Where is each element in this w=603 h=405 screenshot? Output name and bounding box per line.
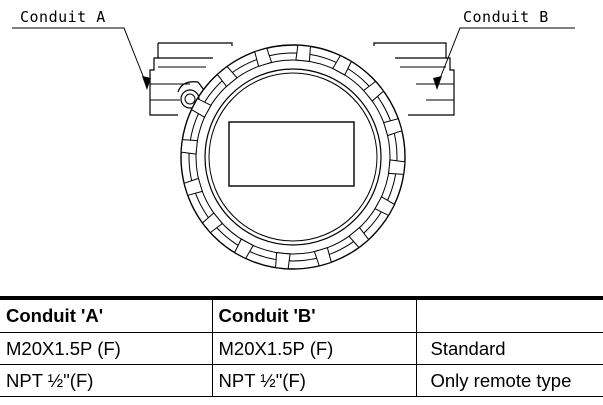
table-row: NPT ½"(F) NPT ½"(F) Only remote type xyxy=(0,364,603,397)
knurl-notch xyxy=(216,65,238,88)
knurl-notch xyxy=(183,177,203,196)
knurl-notch xyxy=(254,47,273,67)
knurl-notch xyxy=(190,97,212,118)
knurl-notch xyxy=(332,54,353,76)
conduit-a-leader xyxy=(12,27,151,90)
header-conduit-a: Conduit 'A' xyxy=(0,298,212,333)
knurl-notch xyxy=(295,44,311,62)
display-window xyxy=(228,121,355,187)
table-row: M20X1.5P (F) M20X1.5P (F) Standard xyxy=(0,332,603,365)
knurl-notch xyxy=(201,212,224,234)
knurl-notch xyxy=(275,252,291,270)
knurl-notch xyxy=(180,139,198,155)
cell-conduit-b: NPT ½"(F) xyxy=(211,364,416,397)
cell-notes: Standard xyxy=(415,332,603,365)
conduit-a-label: Conduit A xyxy=(20,8,106,26)
table-header-row: Conduit 'A' Conduit 'B' xyxy=(0,298,603,333)
housing-drawing: Conduit A Conduit B xyxy=(12,8,575,270)
conduit-spec-table: Conduit 'A' Conduit 'B' M20X1.5P (F) M20… xyxy=(0,296,603,397)
cover-rings xyxy=(180,44,406,270)
knurl-notch xyxy=(348,226,370,249)
knurl-notch xyxy=(388,159,406,175)
knurl-notch xyxy=(374,196,396,217)
cell-conduit-b: M20X1.5P (F) xyxy=(211,332,416,365)
header-notes xyxy=(415,298,603,333)
header-conduit-b: Conduit 'B' xyxy=(211,298,416,333)
conduit-b-label: Conduit B xyxy=(463,8,549,26)
cover-knurl-notches xyxy=(180,44,406,270)
housing-body xyxy=(149,42,455,116)
knurl-notch xyxy=(383,118,403,137)
cell-notes: Only remote type xyxy=(415,364,603,397)
knurl-notch xyxy=(233,238,254,260)
knurl-notch xyxy=(313,247,332,267)
cell-conduit-a: M20X1.5P (F) xyxy=(0,332,212,365)
knurl-notch xyxy=(362,80,385,102)
cell-conduit-a: NPT ½"(F) xyxy=(0,364,212,397)
